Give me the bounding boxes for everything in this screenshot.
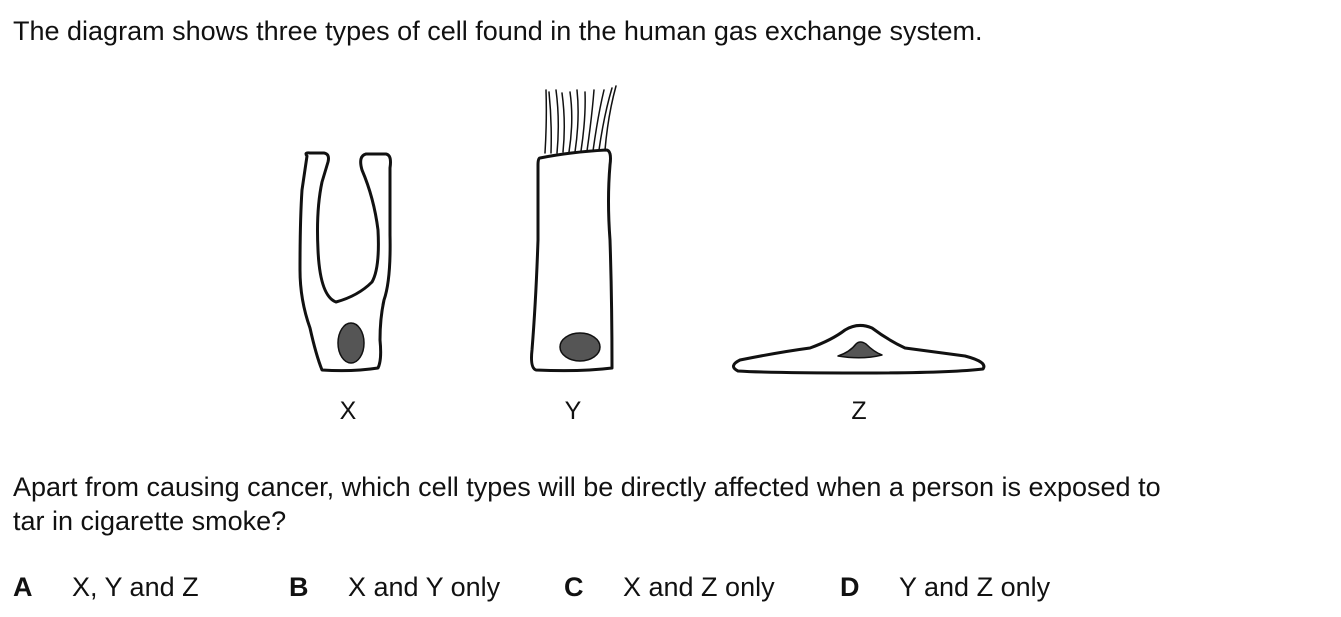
cell-y-outline <box>530 148 614 373</box>
question-line-2: tar in cigarette smoke? <box>13 506 287 536</box>
cell-z-squamous <box>732 323 986 375</box>
option-c-letter: C <box>564 572 584 602</box>
cell-y-ciliated <box>530 85 617 373</box>
cell-x-outline <box>298 151 392 373</box>
option-c-text: X and Z only <box>623 572 775 602</box>
cell-z-label: Z <box>851 397 867 425</box>
option-a-text: X, Y and Z <box>72 572 199 602</box>
option-b-text: X and Y only <box>348 572 501 602</box>
option-b-letter: B <box>289 572 309 602</box>
cell-y-label: Y <box>564 397 582 425</box>
cilia <box>544 85 617 154</box>
cell-x-goblet <box>298 151 392 373</box>
option-d-text: Y and Z only <box>899 572 1051 602</box>
cell-z-outline <box>732 323 986 375</box>
cell-y-nucleus <box>559 332 601 362</box>
question-line-1: Apart from causing cancer, which cell ty… <box>13 472 1161 502</box>
intro-text: The diagram shows three types of cell fo… <box>13 16 983 46</box>
option-d-letter: D <box>840 572 860 602</box>
option-a-letter: A <box>13 572 33 602</box>
cell-z-nucleus <box>837 341 883 359</box>
cell-x-nucleus <box>337 322 365 364</box>
cell-x-label: X <box>339 397 357 425</box>
question-text: Apart from causing cancer, which cell ty… <box>13 470 1338 538</box>
